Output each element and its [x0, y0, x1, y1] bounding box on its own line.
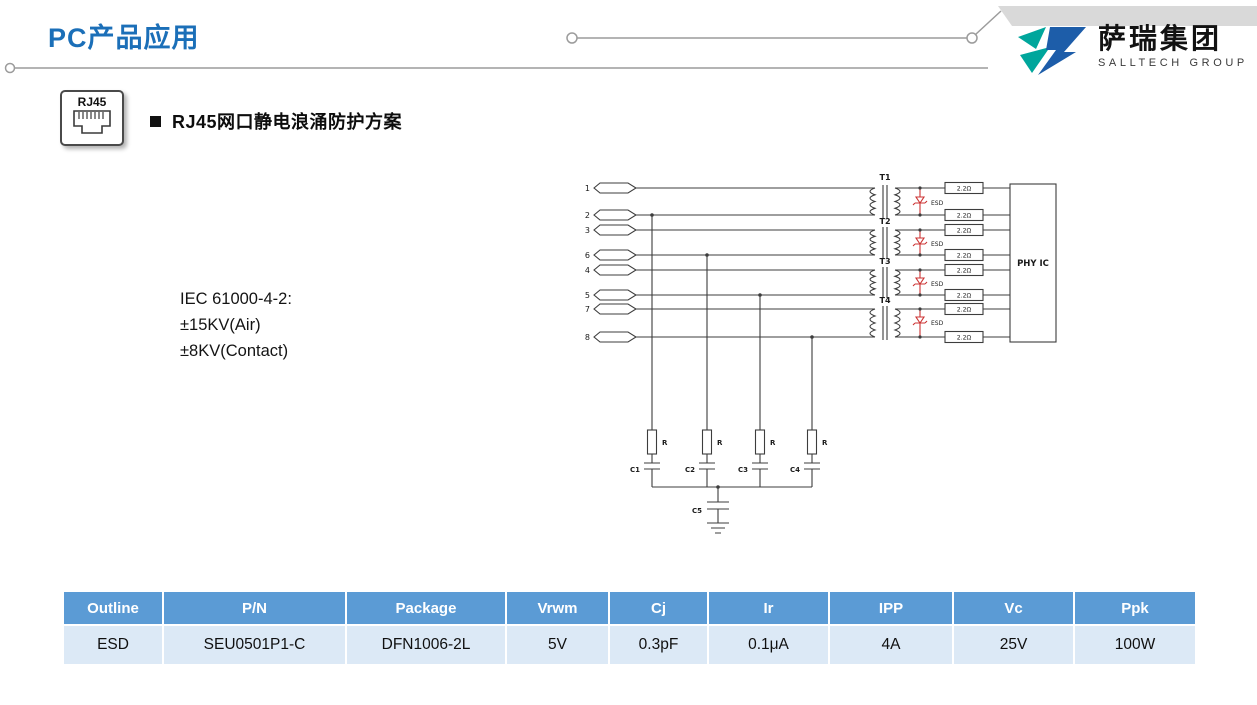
- pin-label: 3: [585, 226, 590, 235]
- iec-spec-line: ±15KV(Air): [180, 316, 261, 334]
- esd-label: ESD: [931, 200, 944, 207]
- section-heading-text: RJ45网口静电浪涌防护方案: [172, 112, 403, 132]
- cell-outline: ESD: [62, 624, 164, 666]
- column-header-ppk: Ppk: [1073, 590, 1197, 626]
- wires: [636, 187, 1010, 523]
- column-header-ir: Ir: [707, 590, 830, 626]
- cap-label: C5: [692, 507, 702, 515]
- ground-icon: [707, 522, 729, 534]
- rc-network: R R R R C1 C2 C3 C4 C5: [630, 429, 828, 534]
- iec-spec-line: ±8KV(Contact): [180, 342, 289, 360]
- pin-label: 5: [585, 291, 590, 300]
- esd-diodes: ESD ESD ESD ESD: [912, 186, 944, 339]
- table-row: ESD SEU0501P1-C DFN1006-2L 5V 0.3pF 0.1μ…: [62, 624, 1197, 666]
- column-header-outline: Outline: [62, 590, 164, 626]
- cell-pn: SEU0501P1-C: [162, 624, 347, 666]
- pin-label: 7: [585, 305, 590, 314]
- resistor-value-label: 2.2Ω: [957, 307, 972, 314]
- column-header-package: Package: [345, 590, 507, 626]
- cell-package: DFN1006-2L: [345, 624, 507, 666]
- cell-ppk: 100W: [1073, 624, 1197, 666]
- r-label: R: [717, 439, 723, 447]
- rj45-pin-tags: 1 2 3 6 4 5 7 8: [585, 182, 638, 343]
- phy-ic-box: PHY IC: [1009, 183, 1057, 343]
- esd-spec-table: Outline P/N Package Vrwm Cj Ir IPP Vc Pp…: [62, 590, 1197, 666]
- cell-vrwm: 5V: [505, 624, 610, 666]
- r-label: R: [770, 439, 776, 447]
- cell-ir: 0.1μA: [707, 624, 830, 666]
- resistor-value-label: 2.2Ω: [957, 268, 972, 275]
- cell-vc: 25V: [952, 624, 1075, 666]
- company-logo: 萨瑞集团 SALLTECH GROUP: [1016, 24, 1248, 76]
- esd-label: ESD: [931, 281, 944, 288]
- logo-mark-icon: [1018, 27, 1086, 75]
- column-header-vrwm: Vrwm: [505, 590, 610, 626]
- cap-label: C1: [630, 466, 640, 474]
- r-label: R: [822, 439, 828, 447]
- pin-label: 2: [585, 211, 590, 220]
- esd-label: ESD: [931, 241, 944, 248]
- logo-subtitle: SALLTECH GROUP: [1098, 57, 1248, 69]
- resistor-value-label: 2.2Ω: [957, 213, 972, 220]
- column-header-cj: Cj: [608, 590, 709, 626]
- iec-spec-block: IEC 61000-4-2: ±15KV(Air) ±8KV(Contact): [180, 286, 292, 364]
- page-title: PC产品应用: [48, 23, 200, 53]
- section-heading: RJ45网口静电浪涌防护方案: [150, 108, 402, 134]
- pin-label: 6: [585, 251, 590, 260]
- cell-cj: 0.3pF: [608, 624, 709, 666]
- rj45-icon-box: RJ45: [60, 90, 124, 146]
- cell-ipp: 4A: [828, 624, 954, 666]
- resistor-value-label: 2.2Ω: [957, 253, 972, 260]
- corner-band: [998, 6, 1257, 26]
- bullet-icon: [150, 115, 161, 127]
- header-decoration: [4, 6, 1257, 74]
- r-label: R: [662, 439, 668, 447]
- column-header-pn: P/N: [162, 590, 347, 626]
- phy-ic-label: PHY IC: [1017, 259, 1049, 269]
- column-header-ipp: IPP: [828, 590, 954, 626]
- series-resistors: 2.2Ω 2.2Ω 2.2Ω 2.2Ω 2.2Ω 2.2Ω 2.2Ω 2.2Ω: [944, 181, 984, 344]
- table-header-row: Outline P/N Package Vrwm Cj Ir IPP Vc Pp…: [62, 590, 1197, 626]
- circuit-diagram: 1 2 3 6 4 5 7 8: [585, 173, 1057, 534]
- rj45-connector-icon: [73, 110, 111, 134]
- resistor-value-label: 2.2Ω: [957, 293, 972, 300]
- iec-spec-line: IEC 61000-4-2:: [180, 290, 292, 308]
- esd-label: ESD: [931, 320, 944, 327]
- pin-label: 1: [585, 184, 590, 193]
- logo-name: 萨瑞集团: [1098, 23, 1223, 54]
- cap-label: C3: [738, 466, 748, 474]
- resistor-value-label: 2.2Ω: [957, 335, 972, 342]
- resistor-value-label: 2.2Ω: [957, 228, 972, 235]
- rj45-icon-label: RJ45: [77, 95, 107, 109]
- transformers: T1 T2 T3 T4: [869, 173, 901, 340]
- transformer-label: T1: [879, 173, 890, 182]
- resistor-value-label: 2.2Ω: [957, 186, 972, 193]
- transformer-label: T2: [879, 217, 890, 226]
- pin-label: 4: [585, 266, 590, 275]
- transformer-label: T4: [879, 296, 890, 305]
- cap-label: C2: [685, 466, 695, 474]
- pin-label: 8: [585, 333, 590, 342]
- cap-label: C4: [790, 466, 800, 474]
- column-header-vc: Vc: [952, 590, 1075, 626]
- transformer-label: T3: [879, 257, 890, 266]
